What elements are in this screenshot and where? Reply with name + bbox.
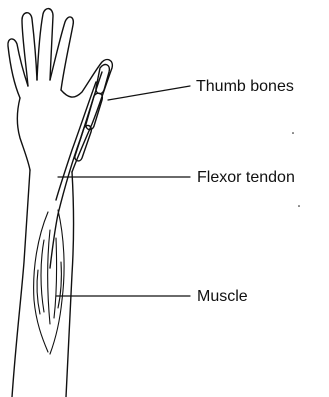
leader-thumb-bones [108, 86, 190, 100]
thumb-bones [75, 65, 109, 161]
muscle-fiber-1 [41, 240, 44, 312]
speck-2 [298, 205, 300, 207]
palm-left-edge [17, 98, 30, 170]
hand-outline [8, 9, 112, 172]
forearm-outline [12, 170, 74, 397]
label-flexor-tendon: Flexor tendon [197, 170, 295, 186]
little-finger [8, 39, 28, 98]
muscle-fiber-3 [54, 238, 57, 318]
thumb-bone-proximal [86, 93, 102, 129]
label-muscle: Muscle [197, 289, 248, 305]
muscle [34, 210, 64, 354]
flexor-tendon-line [50, 72, 102, 268]
muscle-fiber-4 [37, 270, 40, 314]
label-thumb-bones: Thumb bones [196, 79, 294, 95]
thumb-bone-distal [96, 65, 109, 94]
middle-finger [37, 9, 53, 80]
index-finger [50, 17, 73, 90]
flexor-tendon [50, 72, 102, 268]
thumb-outline [61, 60, 112, 172]
leader-lines [56, 86, 190, 296]
muscle-fiber-2 [48, 230, 50, 324]
forearm-right-edge [66, 172, 74, 397]
flexor-tendon-line-2 [56, 82, 96, 200]
muscle-outline-right [50, 210, 64, 354]
speck-1 [292, 132, 294, 134]
muscle-fiber-5 [58, 262, 61, 308]
forearm-left-edge [12, 170, 30, 397]
